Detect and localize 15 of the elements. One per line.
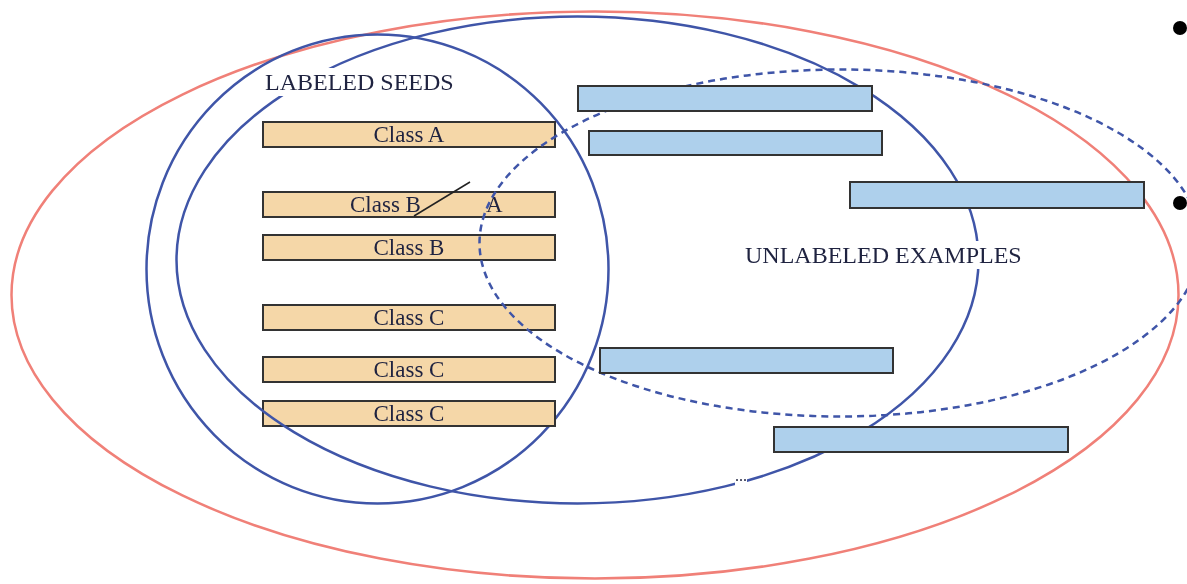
example-bar xyxy=(599,347,894,374)
set-label: LABELED SEEDS xyxy=(265,68,454,96)
example-bar xyxy=(849,181,1145,209)
class-box: Class B xyxy=(262,234,556,261)
example-bar xyxy=(773,426,1069,453)
class-box: Class C xyxy=(262,400,556,427)
class-label: Class B xyxy=(350,193,421,217)
class-box xyxy=(262,191,556,218)
class-label: A xyxy=(486,193,503,217)
class-box: Class A xyxy=(262,121,556,148)
class-box: Class C xyxy=(262,356,556,383)
set-label: UNLABELED EXAMPLES xyxy=(745,241,1022,269)
class-box: Class C xyxy=(262,304,556,331)
example-bar xyxy=(577,85,873,112)
example-bar xyxy=(588,130,883,156)
